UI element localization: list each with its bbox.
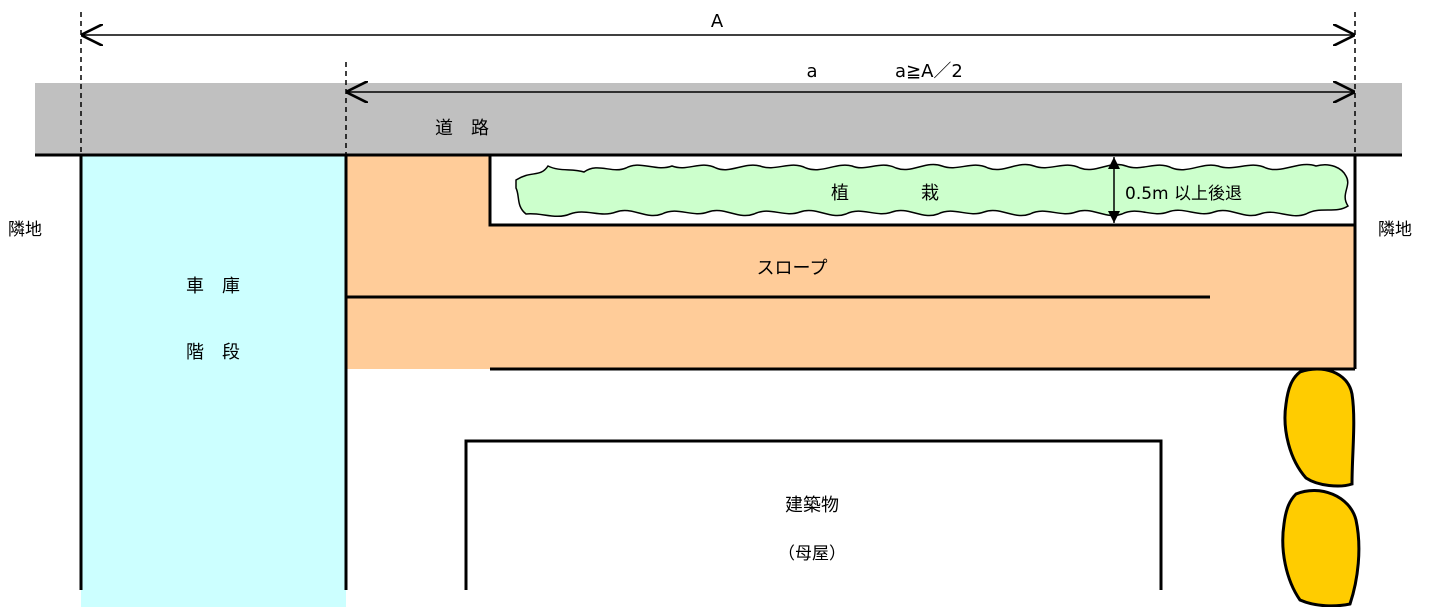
building-outline bbox=[464, 439, 1163, 590]
neighbor-label-right: 隣地 bbox=[1378, 220, 1412, 240]
slope-area bbox=[346, 155, 1355, 369]
stone-upper bbox=[1283, 367, 1356, 488]
slope-label: スロープ bbox=[757, 258, 828, 279]
building-sublabel: （母屋） bbox=[778, 544, 846, 564]
stairs-label: 階 段 bbox=[186, 342, 240, 363]
stone-lower bbox=[1281, 489, 1361, 608]
dimension-condition: a≧A／2 bbox=[895, 61, 963, 82]
planting-hedge bbox=[515, 163, 1350, 217]
planting-label: 植 栽 bbox=[831, 183, 939, 204]
road-band bbox=[35, 83, 1402, 155]
neighbor-label-left: 隣地 bbox=[8, 220, 42, 240]
garage-label: 車 庫 bbox=[186, 276, 240, 297]
garage-area bbox=[81, 155, 346, 607]
dimension-label-A: A bbox=[711, 11, 724, 32]
road-label: 道 路 bbox=[435, 118, 489, 139]
building-label: 建築物 bbox=[785, 495, 839, 516]
dimension-label-a: a bbox=[806, 61, 817, 82]
setback-label: 0.5m 以上後退 bbox=[1125, 184, 1242, 204]
